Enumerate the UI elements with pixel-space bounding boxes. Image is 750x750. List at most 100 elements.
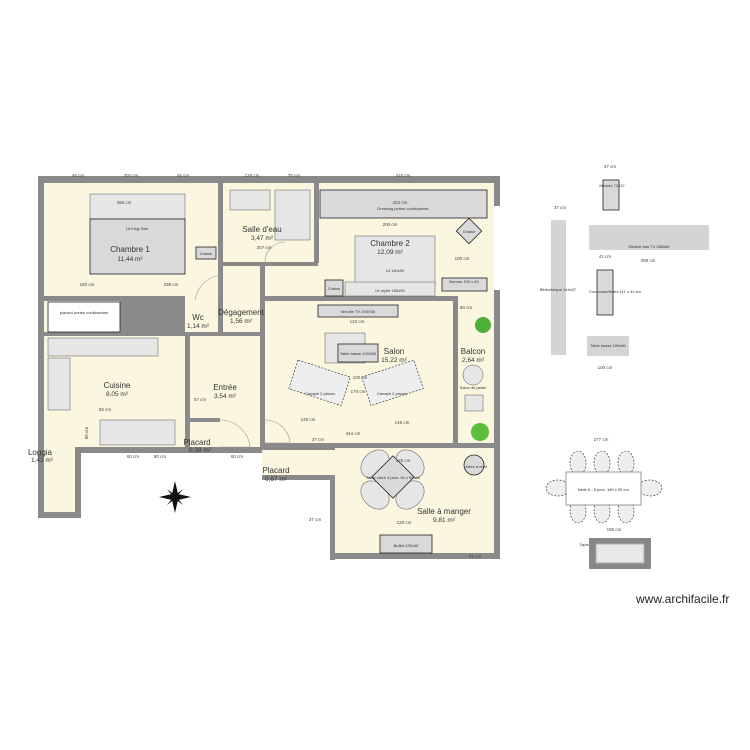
label-sliding-closet: placard portes coulissantes xyxy=(60,310,108,315)
svg-text:180 cm: 180 cm xyxy=(80,282,95,287)
buffet xyxy=(379,534,433,554)
label-cat-tree: Arbre à chat xyxy=(465,464,488,469)
svg-text:366 cm: 366 cm xyxy=(117,200,132,205)
walls xyxy=(38,176,500,560)
svg-text:100 cm: 100 cm xyxy=(455,256,470,261)
tv-low-unit xyxy=(589,225,709,250)
room-cuisine: Cuisine xyxy=(104,381,131,390)
svg-text:60 cm: 60 cm xyxy=(460,305,473,310)
svg-text:70 cm: 70 cm xyxy=(288,173,301,178)
label-dressing: Dressing portes coulissantes xyxy=(377,206,428,211)
square-table xyxy=(371,455,415,499)
svg-text:37 cm: 37 cm xyxy=(469,554,482,559)
svg-text:422 cm: 422 cm xyxy=(393,200,408,205)
watermark: www.archifacile.fr xyxy=(635,592,729,606)
svg-text:1,56 m²: 1,56 m² xyxy=(230,318,253,325)
coffee-table xyxy=(337,343,379,363)
svg-text:100 cm: 100 cm xyxy=(598,365,613,370)
svg-text:236 cm: 236 cm xyxy=(164,282,179,287)
coffee-table-catalog xyxy=(587,336,629,356)
dimension-labels: 45 cm 207 cm 45 cm 120 cm 70 cm 410 cm 3… xyxy=(72,164,656,559)
label-tv-unit: Meuble TV 200X56 xyxy=(341,309,376,314)
label-sofa-left: Canapé 2 places xyxy=(305,391,335,396)
tv-unit xyxy=(317,304,399,318)
svg-text:Commode/tiroirs 111 x 41 cm: Commode/tiroirs 111 x 41 cm xyxy=(589,289,641,294)
room-placard-2: Placard xyxy=(262,466,289,475)
svg-text:123 cm: 123 cm xyxy=(350,319,365,324)
commode xyxy=(596,269,614,316)
cat-tree xyxy=(463,454,485,476)
doors xyxy=(194,241,291,448)
svg-text:Table basse 100x60: Table basse 100x60 xyxy=(590,343,626,348)
washbasin xyxy=(229,189,271,211)
svg-text:80 cm: 80 cm xyxy=(84,427,89,440)
svg-text:145 cm: 145 cm xyxy=(395,420,410,425)
svg-text:100 cm: 100 cm xyxy=(353,375,368,380)
svg-text:37 cm: 37 cm xyxy=(554,205,567,210)
kitchen-counter-left xyxy=(47,357,71,411)
svg-text:3,47 m²: 3,47 m² xyxy=(251,235,274,242)
svg-text:150 cm: 150 cm xyxy=(607,527,622,532)
chair-ch2 xyxy=(324,279,344,297)
svg-text:41 cm: 41 cm xyxy=(599,254,612,259)
furniture-catalog: Meuble 72x37 Meuble bas TV 288x60 Commod… xyxy=(540,179,709,569)
chair-corner xyxy=(455,217,483,245)
sofa-left xyxy=(288,359,351,406)
label-bed-140: Lit 140x90 xyxy=(386,268,405,273)
svg-text:149 cm: 149 cm xyxy=(301,417,316,422)
garden-table xyxy=(462,364,484,386)
plant-icon xyxy=(471,423,489,441)
svg-text:170 cm: 170 cm xyxy=(351,389,366,394)
svg-text:410 cm: 410 cm xyxy=(396,173,411,178)
svg-text:15,22 m²: 15,22 m² xyxy=(381,357,407,364)
svg-text:55 cm: 55 cm xyxy=(99,407,112,412)
svg-text:1,14 m²: 1,14 m² xyxy=(187,323,210,330)
kitchen-counter-bottom xyxy=(99,419,176,446)
room-chambre-1: Chambre 1 xyxy=(110,245,150,254)
label-buffet: Buffet 135x48 xyxy=(394,543,419,548)
svg-text:277 cm: 277 cm xyxy=(594,437,609,442)
label-garden-set: Salon de jardin xyxy=(460,385,487,390)
label-desk: Bureau 100 x 60 xyxy=(449,279,479,284)
svg-text:37 cm: 37 cm xyxy=(312,437,325,442)
svg-text:Bibliothèque 144x37: Bibliothèque 144x37 xyxy=(540,287,577,292)
bed-headboard xyxy=(89,193,186,220)
svg-text:3,54 m²: 3,54 m² xyxy=(214,393,237,400)
cabinet-72x37 xyxy=(602,179,620,211)
label-square-table: Table carré 4 pers. 90 x 90 cm xyxy=(366,475,420,480)
svg-text:207 cm: 207 cm xyxy=(124,173,139,178)
svg-text:207 cm: 207 cm xyxy=(257,245,272,250)
svg-text:0,67 m²: 0,67 m² xyxy=(265,476,288,483)
large-table xyxy=(565,471,642,506)
label-sofa-right: Canapé 2 places xyxy=(377,391,407,396)
desk xyxy=(441,277,488,292)
svg-text:45 cm: 45 cm xyxy=(177,173,190,178)
svg-text:8,05 m²: 8,05 m² xyxy=(106,391,129,398)
svg-text:120 cm: 120 cm xyxy=(397,520,412,525)
compass-rose-icon xyxy=(159,481,191,513)
svg-text:1,43 m²: 1,43 m² xyxy=(31,457,54,464)
room-salon: Salon xyxy=(384,347,404,356)
svg-text:11,44 m²: 11,44 m² xyxy=(117,256,143,263)
svg-text:120 cm: 120 cm xyxy=(245,173,260,178)
svg-text:80 cm: 80 cm xyxy=(154,454,167,459)
svg-text:Tapis: Tapis xyxy=(579,542,588,547)
bookcase xyxy=(551,220,566,355)
svg-text:444 cm: 444 cm xyxy=(346,431,361,436)
svg-text:2,64 m²: 2,64 m² xyxy=(462,357,485,364)
folding-bed xyxy=(344,281,436,297)
svg-text:288 cm: 288 cm xyxy=(641,258,656,263)
svg-text:125 cm: 125 cm xyxy=(396,458,411,463)
svg-text:Meuble bas TV 288x60: Meuble bas TV 288x60 xyxy=(628,244,670,249)
floor-placard xyxy=(262,447,330,477)
label-chair-ch2: Chaise xyxy=(328,286,341,291)
svg-text:9,81 m²: 9,81 m² xyxy=(433,517,456,524)
svg-text:200 cm: 200 cm xyxy=(383,222,398,227)
room-loggia: Loggia xyxy=(28,448,53,457)
dressing xyxy=(319,189,488,219)
label-folding-bed: Lit replié 150x90 xyxy=(375,288,405,293)
plant-icon xyxy=(475,317,491,333)
svg-text:60 cm: 60 cm xyxy=(231,454,244,459)
room-wc: Wc xyxy=(192,313,204,322)
